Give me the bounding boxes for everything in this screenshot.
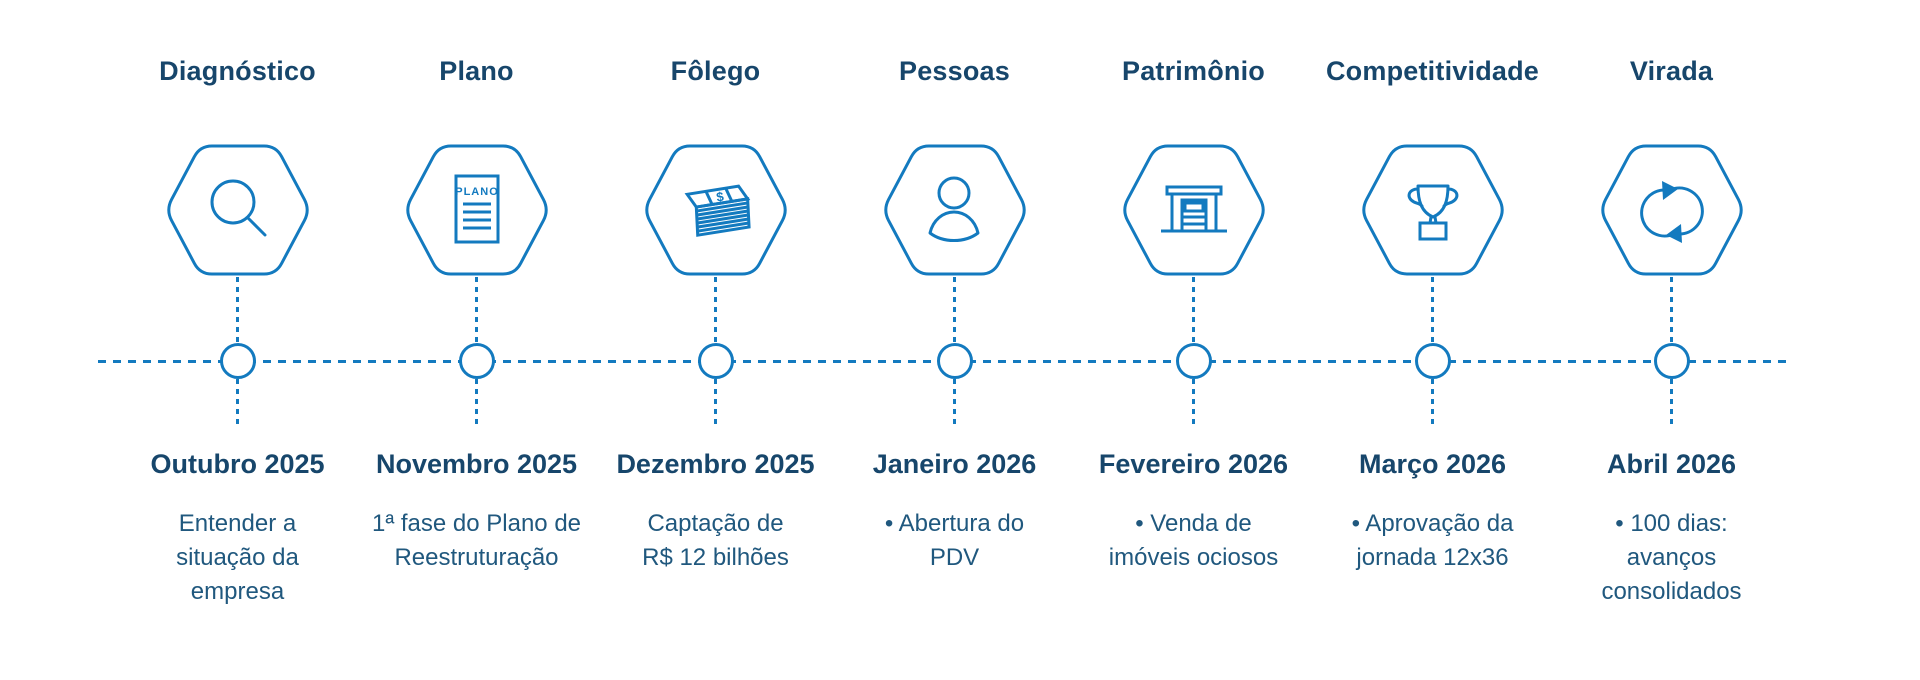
timeline-node [697,343,734,379]
connector-line [1431,277,1434,343]
milestone-date: Abril 2026 [1606,449,1737,479]
milestone-date: Março 2026 [1358,449,1507,479]
milestone-title: Competitividade [1325,56,1540,86]
connector-line [953,379,956,427]
plan-document-label: PLANO [455,186,499,198]
milestone-date: Outubro 2025 [150,449,325,479]
hexagon-badge: PLANO [402,143,552,277]
milestone-competitividade: Competitividade Março 2026 • Aprovação d… [1313,0,1552,609]
money-currency-label: $ [715,189,725,205]
milestone-date: Janeiro 2026 [872,449,1037,479]
milestone-title: Virada [1629,56,1714,86]
milestone-title: Plano [439,56,514,86]
milestone-description: • Venda de imóveis ociosos [1108,510,1279,571]
connector-line [714,277,717,343]
milestone-description: Entender a situação da empresa [176,510,299,605]
milestone-patrimonio: Patrimônio Fevereiro 2026 • Venda de imó… [1074,0,1313,609]
plan-document-icon: PLANO [454,174,499,244]
milestone-virada: Virada Abril 2026 • 100 dias: avanços co… [1552,0,1791,609]
connector-line [1670,379,1673,427]
connector-line [714,379,717,427]
timeline-node [1175,343,1212,379]
milestone-description: • Aprovação da jornada 12x36 [1351,510,1514,571]
milestone-description: • Abertura do PDV [884,510,1025,571]
milestone-title: Diagnóstico [159,56,316,86]
connector-line [236,277,239,343]
person-icon [928,176,979,242]
connector-line [1431,379,1434,427]
milestone-date: Novembro 2025 [375,449,578,479]
milestone-folego: Fôlego $ [596,0,835,609]
hexagon-outline [166,144,309,276]
milestone-date: Fevereiro 2026 [1098,449,1289,479]
timeline-node [936,343,973,379]
hexagon-outline [1600,144,1743,276]
hexagon-badge [163,143,313,277]
trophy-icon [1407,184,1458,241]
hexagon-outline [1361,144,1504,276]
milestone-title: Fôlego [670,56,761,86]
milestone-title: Pessoas [899,56,1010,86]
milestone-plano: Plano PLANO Novembro 2025 1ª fase do Pla… [357,0,596,609]
hexagon-badge: $ [641,143,791,277]
hexagon-badge [1119,143,1269,277]
connector-line [236,379,239,427]
timeline-node [1653,343,1690,379]
milestone-date: Dezembro 2025 [616,449,815,479]
hexagon-outline [883,144,1026,276]
hexagon-outline [405,144,548,276]
money-stack-icon: $ [684,184,751,237]
magnifier-icon [210,179,266,237]
timeline-node [458,343,495,379]
milestone-pessoas: Pessoas Janeiro 2026 • Abertura do PDV [835,0,1074,609]
connector-line [475,379,478,427]
milestone-description: • 100 dias: avanços consolidados [1601,510,1742,605]
milestone-diagnostico: Diagnóstico Outubro 2025 Entender a situ… [118,0,357,609]
milestone-description: Captação de R$ 12 bilhões [642,510,789,571]
connector-line [1670,277,1673,343]
connector-line [475,277,478,343]
timeline-node [1414,343,1451,379]
timeline: Diagnóstico Outubro 2025 Entender a situ… [118,0,1802,609]
connector-line [1192,277,1195,343]
hexagon-badge [1358,143,1508,277]
hexagon-badge [1597,143,1747,277]
connector-line [953,277,956,343]
hexagon-outline [1122,144,1265,276]
warehouse-icon [1160,185,1227,233]
connector-line [1192,379,1195,427]
milestone-description: 1ª fase do Plano de Reestruturação [371,510,582,571]
hexagon-outline [644,144,787,276]
milestone-title: Patrimônio [1121,56,1265,86]
hexagon-badge [880,143,1030,277]
timeline-node [219,343,256,379]
cycle-arrows-icon [1639,181,1704,243]
